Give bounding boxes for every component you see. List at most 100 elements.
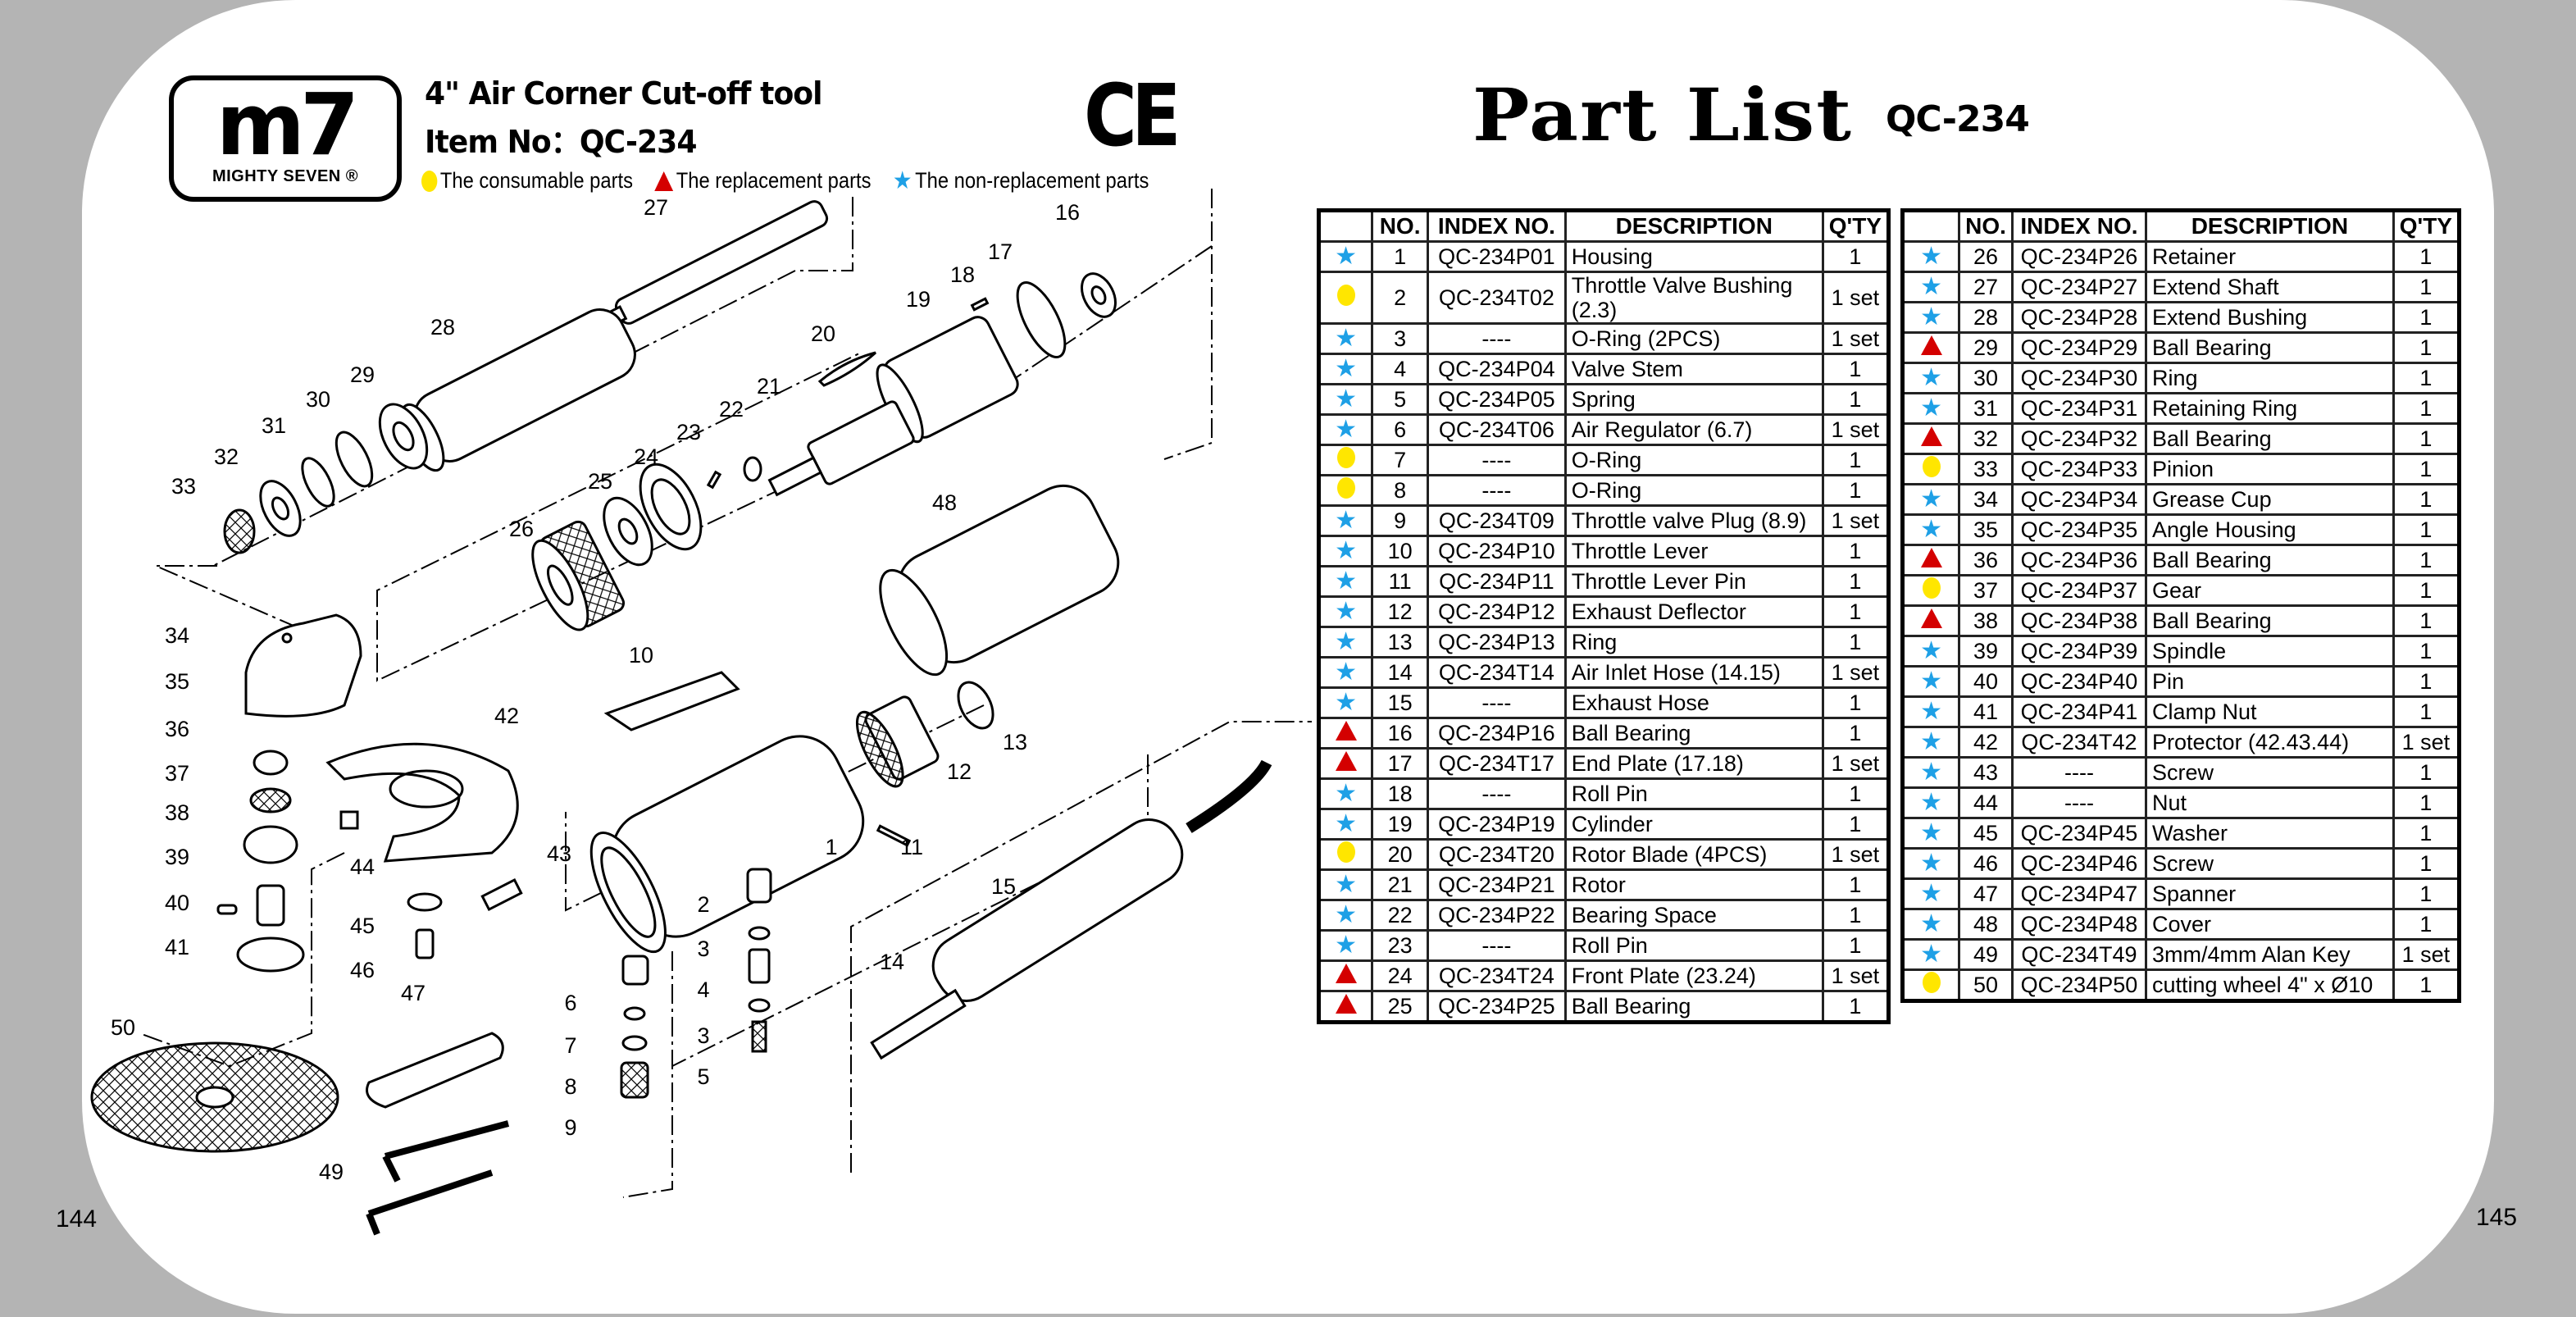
part-no: 50 — [1958, 968, 2014, 1002]
callout-24: 24 — [634, 444, 658, 469]
star-icon: ★ — [1335, 567, 1358, 595]
part-type-cell: ★ — [1317, 929, 1374, 962]
circle-icon — [1922, 972, 1941, 993]
part-type-cell: ★ — [1900, 392, 1961, 425]
part-24-front-plate — [639, 463, 703, 551]
description: Valve Stem — [1563, 353, 1824, 385]
index-no: QC-234P19 — [1427, 808, 1567, 841]
description: Nut — [2145, 786, 2395, 819]
part-44-nut — [339, 810, 359, 830]
part-31-retaining-ring — [301, 457, 335, 508]
part-type-cell: ★ — [1317, 383, 1374, 416]
qty: 1 set — [2392, 938, 2461, 971]
part-type-cell: ★ — [1900, 908, 1961, 941]
part-10-throttle-lever — [603, 671, 740, 731]
part-12-exhaust-deflector — [855, 695, 940, 788]
part-type-cell: ★ — [1317, 899, 1374, 932]
index-no: QC-234T20 — [1427, 838, 1567, 871]
part-type-cell — [1317, 747, 1374, 780]
part-type-cell: ★ — [1900, 665, 1961, 698]
part-no: 49 — [1958, 938, 2014, 971]
qty: 1 — [2392, 483, 2461, 516]
air-inlet-hose-line — [1186, 759, 1272, 833]
qty: 1 set — [1821, 656, 1891, 689]
legend-label: The non-replacement parts — [915, 168, 1149, 193]
callout-41: 41 — [165, 935, 189, 959]
assembly-lines — [139, 189, 1312, 1198]
index-no: QC-234P29 — [2010, 331, 2148, 364]
description: Cylinder — [1563, 808, 1824, 841]
index-no: QC-234P35 — [2010, 513, 2148, 546]
part-type-cell — [1900, 604, 1961, 637]
callout-11: 11 — [900, 835, 923, 859]
part-46-screw — [415, 928, 435, 959]
part-no: 22 — [1371, 899, 1430, 932]
index-no: ---- — [1427, 444, 1567, 476]
index-no: QC-234T14 — [1427, 656, 1567, 689]
part-type-cell: ★ — [1317, 322, 1374, 355]
callout-7: 7 — [564, 1033, 576, 1058]
part-type-cell — [1900, 968, 1961, 1002]
part-type-cell — [1317, 959, 1374, 992]
valve-parts — [620, 868, 772, 1099]
callout-39: 39 — [165, 845, 189, 869]
callout-31: 31 — [262, 413, 286, 438]
index-no: QC-234P31 — [2010, 392, 2148, 425]
col-index: INDEX NO. — [1427, 209, 1567, 243]
qty: 1 — [2392, 695, 2461, 728]
callout-47: 47 — [401, 981, 426, 1005]
index-no: QC-234P25 — [1427, 990, 1567, 1023]
index-no: QC-234P48 — [2010, 908, 2148, 941]
part-48-cover — [879, 484, 1120, 677]
qty: 1 — [2392, 574, 2461, 607]
description: Ball Bearing — [2145, 422, 2395, 455]
part-19-cylinder — [876, 316, 1019, 444]
part-type-cell — [1900, 544, 1961, 576]
circle-icon — [1922, 577, 1941, 599]
legend: The consumable parts The replacement par… — [421, 168, 1149, 194]
col-description: DESCRIPTION — [1563, 209, 1824, 243]
star-icon: ★ — [1920, 880, 1942, 907]
description: Exhaust Hose — [1563, 686, 1824, 719]
circle-icon — [421, 170, 438, 192]
part-type-cell: ★ — [1900, 635, 1961, 668]
qty: 1 — [1821, 535, 1891, 567]
index-no: QC-234P05 — [1427, 383, 1567, 416]
qty: 1 — [2392, 331, 2461, 364]
part-type-cell: ★ — [1900, 847, 1961, 880]
qty: 1 — [1821, 808, 1891, 841]
part-type-cell: ★ — [1317, 868, 1374, 901]
description: End Plate (17.18) — [1563, 747, 1824, 780]
qty: 1 — [1821, 777, 1891, 810]
callout-3: 3 — [697, 1023, 709, 1048]
ce-mark: CE — [1084, 66, 1181, 166]
qty: 1 — [2392, 635, 2461, 668]
part-no: 45 — [1958, 817, 2014, 850]
description: cutting wheel 4" x Ø10 — [2145, 968, 2395, 1002]
callout-13: 13 — [1003, 730, 1027, 754]
qty: 1 — [1821, 565, 1891, 598]
star-icon: ★ — [1920, 243, 1942, 270]
star-icon: ★ — [1920, 698, 1942, 725]
qty: 1 — [2392, 665, 2461, 698]
index-no: QC-234T24 — [1427, 959, 1567, 992]
part-type-cell — [1900, 574, 1961, 607]
callout-37: 37 — [165, 761, 189, 786]
star-icon: ★ — [1920, 941, 1942, 968]
part-type-cell — [1317, 444, 1374, 476]
star-icon: ★ — [1920, 850, 1942, 877]
callout-36: 36 — [165, 717, 189, 741]
description: 3mm/4mm Alan Key — [2145, 938, 2395, 971]
part-type-cell: ★ — [1900, 786, 1961, 819]
triangle-icon — [1335, 994, 1357, 1014]
